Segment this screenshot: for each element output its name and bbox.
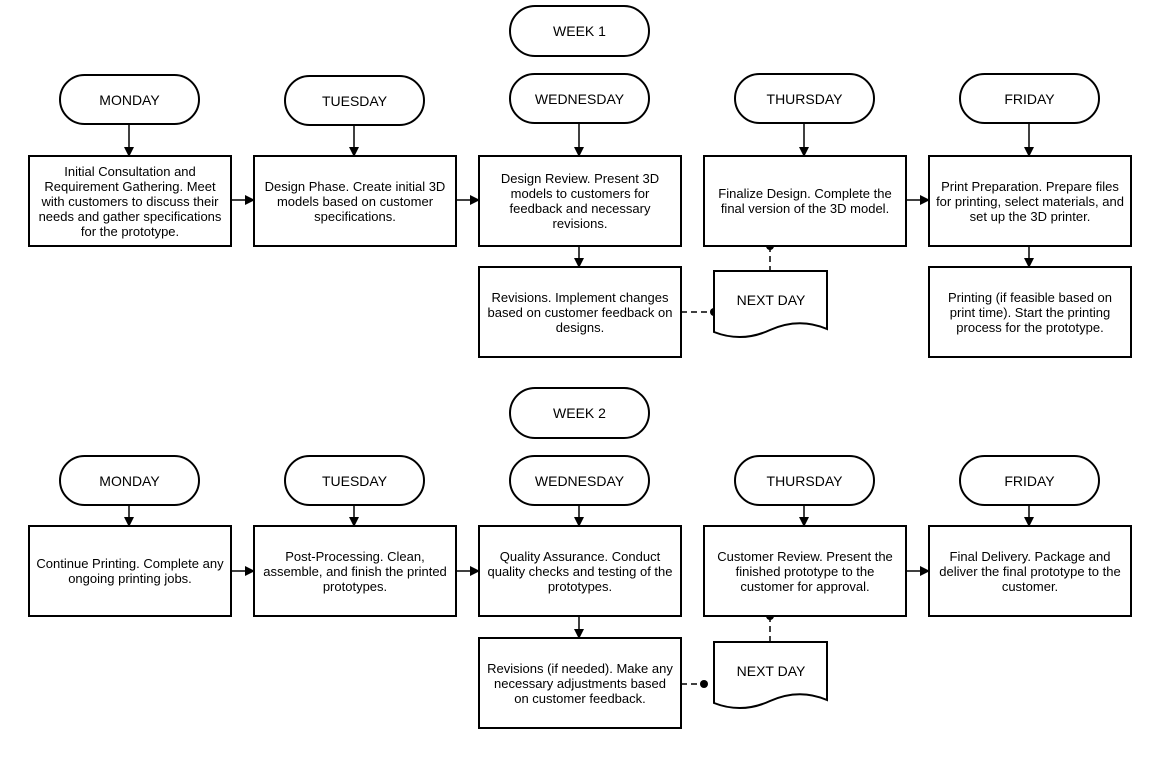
w2-next-day-label: NEXT DAY bbox=[736, 663, 806, 679]
w1-monday-task: Initial Consultation and Requirement Gat… bbox=[28, 155, 232, 247]
w1-thursday-task: Finalize Design. Complete the final vers… bbox=[703, 155, 907, 247]
w2-friday-label: FRIDAY bbox=[959, 455, 1100, 506]
w1-wednesday-revisions: Revisions. Implement changes based on cu… bbox=[478, 266, 682, 358]
w2-monday-label: MONDAY bbox=[59, 455, 200, 506]
w1-next-day-label: NEXT DAY bbox=[736, 292, 806, 308]
w1-thursday-label: THURSDAY bbox=[734, 73, 875, 124]
w2-monday-task: Continue Printing. Complete any ongoing … bbox=[28, 525, 232, 617]
w1-next-day-doc bbox=[713, 270, 828, 338]
w2-wednesday-task: Quality Assurance. Conduct quality check… bbox=[478, 525, 682, 617]
w1-wednesday-task: Design Review. Present 3D models to cust… bbox=[478, 155, 682, 247]
w2-thursday-label: THURSDAY bbox=[734, 455, 875, 506]
w1-monday-label: MONDAY bbox=[59, 74, 200, 125]
w2-friday-task: Final Delivery. Package and deliver the … bbox=[928, 525, 1132, 617]
w2-tuesday-task: Post-Processing. Clean, assemble, and fi… bbox=[253, 525, 457, 617]
w2-thursday-task: Customer Review. Present the finished pr… bbox=[703, 525, 907, 617]
w2-next-day-doc bbox=[713, 641, 828, 709]
week2-title: WEEK 2 bbox=[509, 387, 650, 439]
w1-friday-label: FRIDAY bbox=[959, 73, 1100, 124]
w2-wednesday-revisions: Revisions (if needed). Make any necessar… bbox=[478, 637, 682, 729]
week1-title: WEEK 1 bbox=[509, 5, 650, 57]
w1-friday-printing: Printing (if feasible based on print tim… bbox=[928, 266, 1132, 358]
w1-tuesday-label: TUESDAY bbox=[284, 75, 425, 126]
w1-friday-task: Print Preparation. Prepare files for pri… bbox=[928, 155, 1132, 247]
w1-wednesday-label: WEDNESDAY bbox=[509, 73, 650, 124]
w1-tuesday-task: Design Phase. Create initial 3D models b… bbox=[253, 155, 457, 247]
w2-wednesday-label: WEDNESDAY bbox=[509, 455, 650, 506]
w2-tuesday-label: TUESDAY bbox=[284, 455, 425, 506]
